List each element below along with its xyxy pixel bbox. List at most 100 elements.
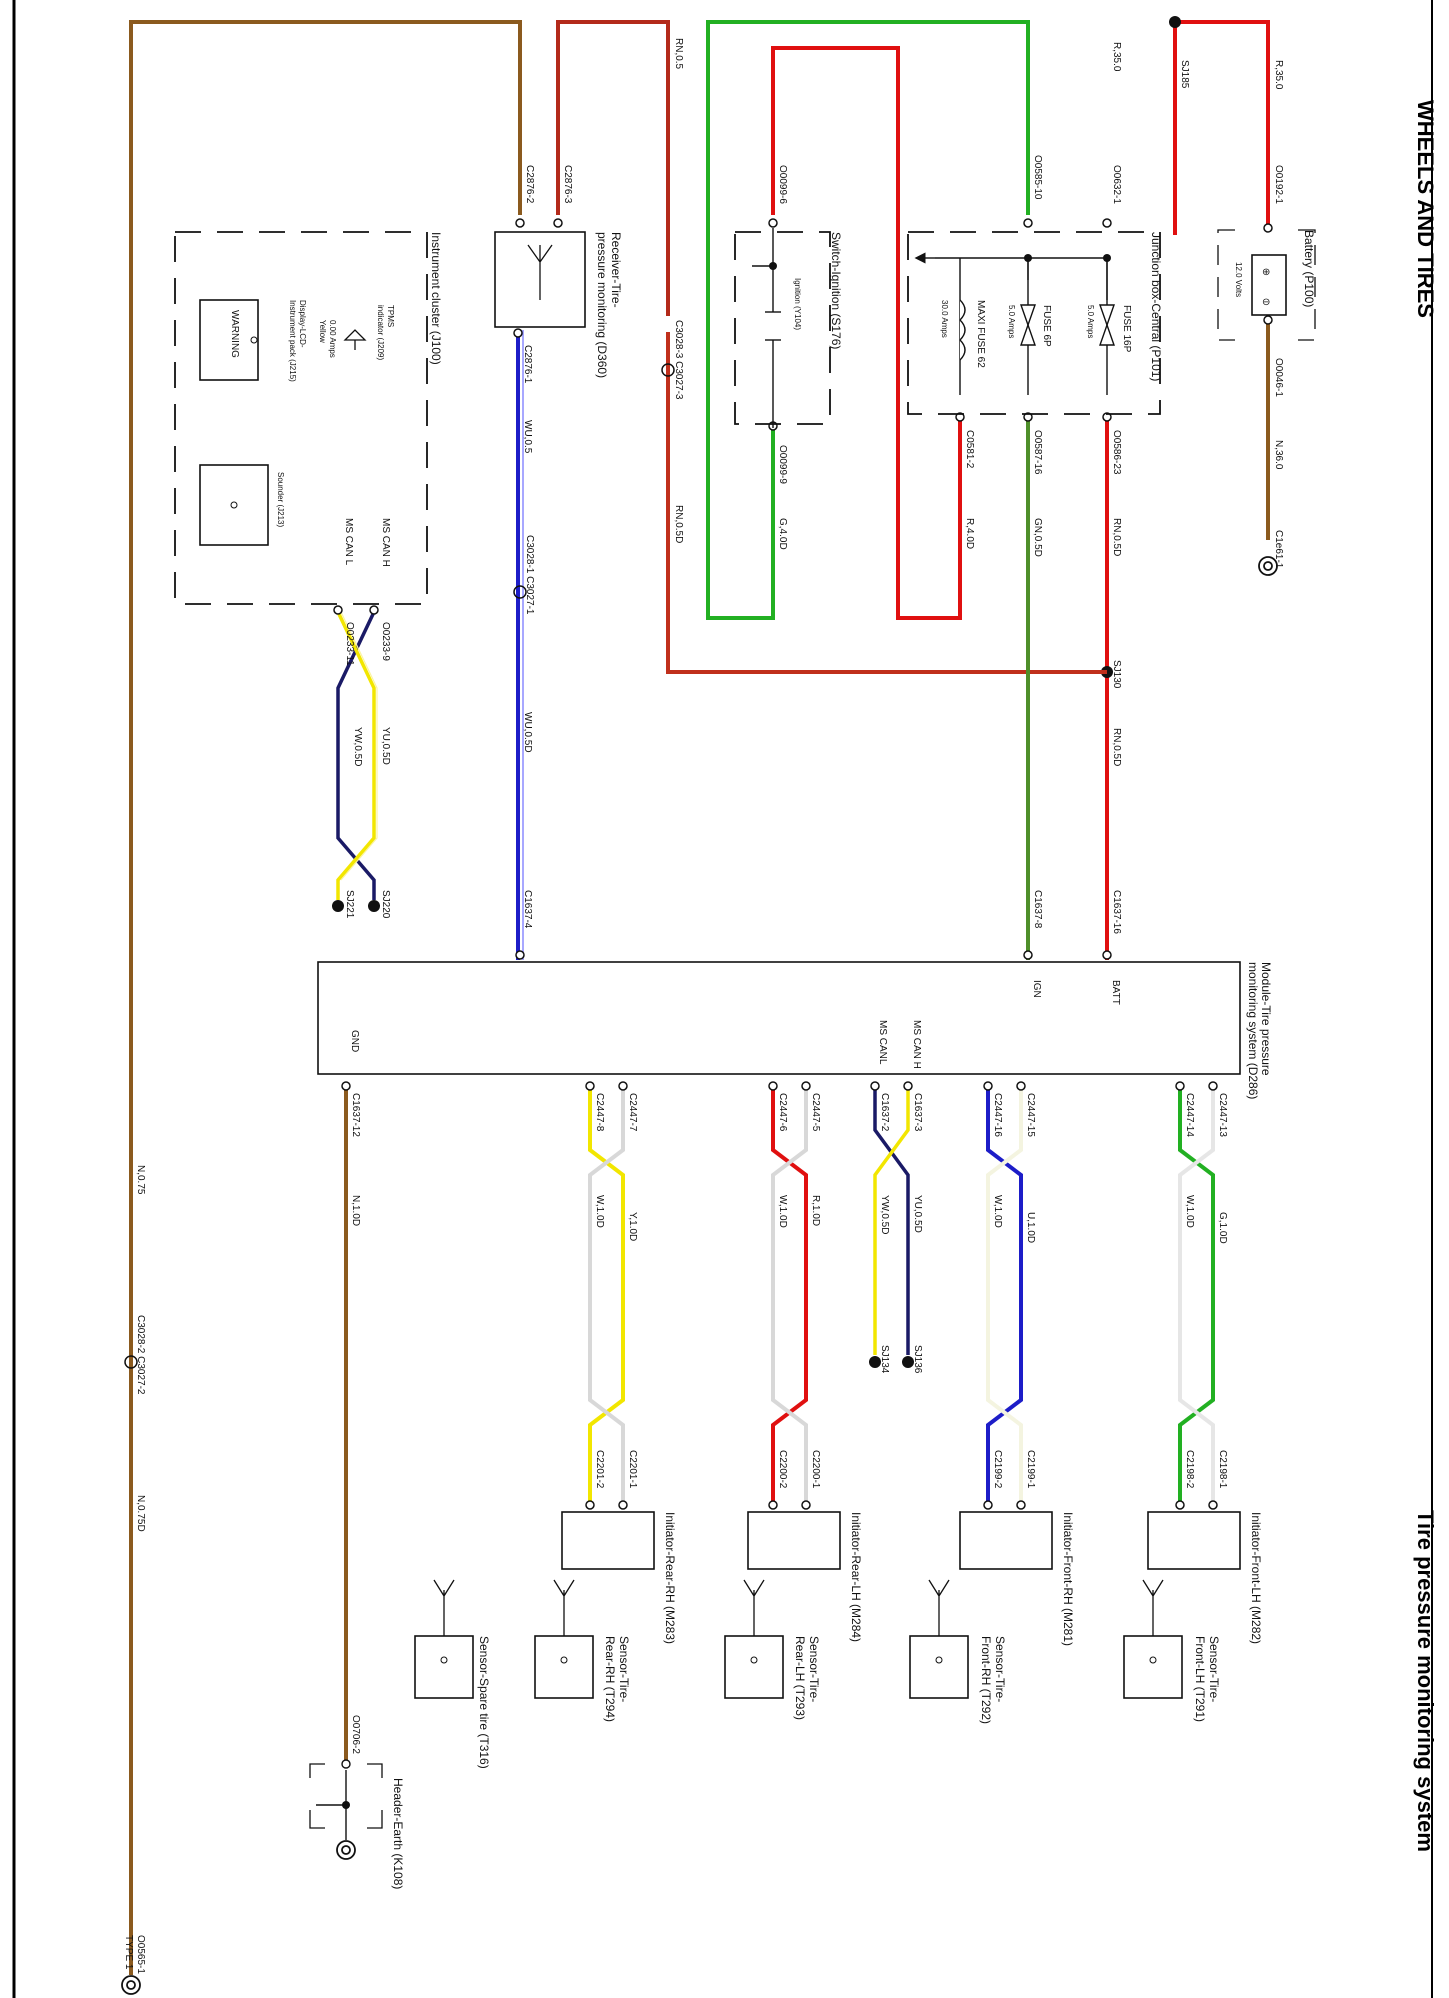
svg-text:C1637-4: C1637-4	[522, 890, 533, 929]
svg-text:C1637-8: C1637-8	[1032, 890, 1043, 929]
svg-text:⊖: ⊖	[1262, 297, 1270, 308]
svg-text:O0706-2: O0706-2	[350, 1715, 361, 1754]
svg-text:G,4.0D: G,4.0D	[777, 518, 788, 550]
svg-text:Rear-RH (T294): Rear-RH (T294)	[603, 1636, 617, 1722]
ignition-switch: Switch-Ignition (S176) Ignition (Y104)	[734, 228, 843, 428]
battery-label: Battery (P100)	[1302, 230, 1316, 307]
svg-text:SJ221: SJ221	[344, 890, 355, 919]
wire-r40d	[771, 46, 962, 620]
svg-text:RN,0.5D: RN,0.5D	[1111, 518, 1122, 556]
wire-u10d	[986, 1082, 1023, 1505]
svg-text:SJ136: SJ136	[912, 1345, 923, 1374]
initiator-rear-lh	[747, 1511, 841, 1570]
svg-text:Module-Tire pressure: Module-Tire pressure	[1259, 962, 1273, 1076]
initiator-front-rh	[959, 1511, 1053, 1570]
splice-sj136	[902, 1356, 914, 1368]
page-title: Tire pressure monitoring system	[1413, 1510, 1438, 1852]
svg-text:Yellow: Yellow	[318, 320, 327, 343]
fuse-6p-symbol	[1020, 304, 1036, 346]
svg-text:Front-LH (T291): Front-LH (T291)	[1193, 1636, 1207, 1722]
svg-text:N,36.0: N,36.0	[1273, 440, 1284, 470]
svg-text:C2199-1: C2199-1	[1025, 1450, 1036, 1489]
wire-rn05d-receiver	[666, 332, 1107, 674]
svg-text:GN,0.5D: GN,0.5D	[1032, 518, 1043, 557]
svg-text:WU,0.5: WU,0.5	[522, 420, 533, 454]
junction-box: Junction box-Central (P101) FUSE 16P 5.0…	[907, 231, 1163, 415]
svg-text:O0099-9: O0099-9	[777, 445, 788, 484]
wire-yu05d-cluster	[336, 611, 376, 900]
wires	[129, 16, 1270, 1975]
svg-text:O0632-1: O0632-1	[1111, 165, 1122, 204]
svg-text:30.0 Amps: 30.0 Amps	[940, 300, 949, 338]
svg-text:O0585-10: O0585-10	[1032, 155, 1043, 200]
initiator-front-lh	[1147, 1511, 1241, 1570]
svg-text:Sensor-Tire-: Sensor-Tire-	[993, 1636, 1007, 1702]
svg-text:C3028-1 C3027-1: C3028-1 C3027-1	[524, 535, 535, 615]
wire-r35	[1173, 20, 1270, 235]
svg-text:YW,0.5D: YW,0.5D	[352, 727, 363, 766]
svg-text:Sensor-Tire-: Sensor-Tire-	[807, 1636, 821, 1702]
wire-g40d	[706, 20, 1030, 620]
warning-display	[199, 299, 259, 381]
svg-text:MS CANL: MS CANL	[877, 1020, 888, 1065]
svg-text:Display-LCD-: Display-LCD-	[298, 300, 307, 348]
svg-text:YW,0.5D: YW,0.5D	[879, 1195, 890, 1234]
svg-text:O0587-16: O0587-16	[1032, 430, 1043, 475]
svg-text:Sensor-Tire-: Sensor-Tire-	[1207, 1636, 1221, 1702]
sensor-spare: Sensor-Spare tire (T316)	[414, 1579, 491, 1769]
svg-text:indicator (J209): indicator (J209)	[376, 305, 385, 360]
svg-text:O0099-6: O0099-6	[777, 165, 788, 204]
inline-connectors	[124, 363, 675, 1369]
section-header: WHEELS AND TIRES	[1413, 100, 1438, 318]
antenna-icon	[743, 1579, 765, 1636]
wire-y10d	[588, 1082, 625, 1505]
earth-terminals	[121, 556, 1278, 1995]
sensor-rear-lh: Sensor-Tire- Rear-LH (T293)	[724, 1579, 821, 1720]
wire-r10d	[771, 1082, 808, 1505]
svg-text:C2201-1: C2201-1	[627, 1450, 638, 1489]
svg-text:monitoring system (D286): monitoring system (D286)	[1246, 962, 1260, 1099]
svg-text:0.00 Amps: 0.00 Amps	[328, 320, 337, 358]
svg-text:SJ185: SJ185	[1179, 60, 1190, 89]
svg-text:5.0 Amps: 5.0 Amps	[1086, 305, 1095, 338]
maxi-fuse-symbol	[959, 299, 966, 361]
wire-w10d-fr	[986, 1082, 1023, 1505]
svg-text:Front-RH (T292): Front-RH (T292)	[979, 1636, 993, 1724]
svg-text:C3028-3 C3027-3: C3028-3 C3027-3	[673, 320, 684, 400]
svg-text:C0581-2: C0581-2	[964, 430, 975, 469]
svg-text:C1637-2: C1637-2	[879, 1093, 890, 1132]
initiator-rear-rh	[561, 1511, 655, 1570]
svg-text:C2876-1: C2876-1	[522, 345, 533, 384]
svg-text:C2447-15: C2447-15	[1025, 1093, 1036, 1137]
svg-text:C2447-13: C2447-13	[1217, 1093, 1228, 1137]
svg-text:C2876-3: C2876-3	[562, 165, 573, 204]
wire-n075	[129, 20, 522, 1975]
svg-text:MS CAN H: MS CAN H	[380, 518, 391, 567]
svg-text:Header-Earth (K108): Header-Earth (K108)	[391, 1778, 405, 1889]
svg-text:C2200-2: C2200-2	[777, 1450, 788, 1489]
svg-text:SJ130: SJ130	[1111, 660, 1122, 689]
battery: ⊕ ⊖ Battery (P100) 12.0 Volts	[1217, 229, 1316, 341]
svg-text:Sensor-Tire-: Sensor-Tire-	[617, 1636, 631, 1702]
wire-yw05d-cluster	[336, 611, 376, 900]
wire-g10d	[1178, 1082, 1215, 1505]
svg-text:5.0 Amps: 5.0 Amps	[1007, 305, 1016, 338]
splice-labels: SJ185 SJ130 SJ220 SJ221 SJ134 SJ136	[344, 60, 1190, 1374]
svg-text:R,1.0D: R,1.0D	[810, 1195, 821, 1226]
svg-text:C2198-2: C2198-2	[1184, 1450, 1195, 1489]
connector-pins	[333, 218, 1273, 1510]
svg-text:Ignition (Y104): Ignition (Y104)	[793, 278, 802, 330]
svg-text:TPMS: TPMS	[386, 305, 395, 327]
wire-w10d-fl	[1178, 1082, 1215, 1505]
sensor-rear-rh: Sensor-Tire- Rear-RH (T294)	[534, 1579, 631, 1722]
svg-text:Initiator-Rear-RH (M283): Initiator-Rear-RH (M283)	[663, 1512, 677, 1644]
sounder-box	[199, 464, 269, 546]
svg-text:Sensor-Spare tire (T316): Sensor-Spare tire (T316)	[477, 1636, 491, 1769]
sensor-front-rh: Sensor-Tire- Front-RH (T292)	[909, 1579, 1007, 1724]
wire-w10d-rr	[588, 1082, 625, 1505]
svg-text:Y,1.0D: Y,1.0D	[627, 1212, 638, 1241]
svg-text:GND: GND	[349, 1030, 360, 1052]
svg-text:Switch-Ignition (S176): Switch-Ignition (S176)	[829, 232, 843, 349]
splice-sj220	[368, 900, 380, 912]
svg-text:Sounder (J213): Sounder (J213)	[276, 472, 285, 527]
